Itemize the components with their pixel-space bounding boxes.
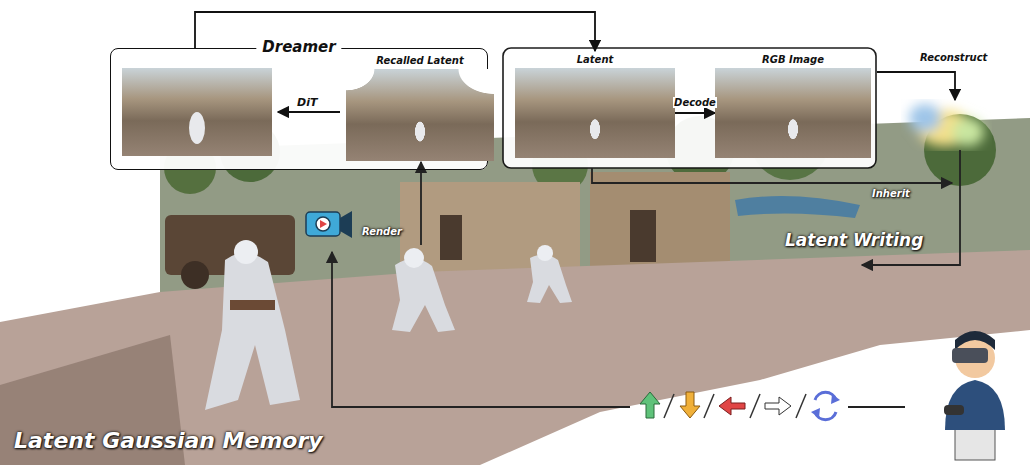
image-heading: Latent xyxy=(515,52,675,68)
image-panel: Latent xyxy=(515,52,675,158)
connector-arrow xyxy=(195,12,595,51)
latent-image xyxy=(715,68,871,158)
character xyxy=(392,248,455,332)
gaussian-blob xyxy=(909,104,984,146)
control-line xyxy=(848,406,905,408)
control-icons xyxy=(640,392,840,420)
character xyxy=(527,245,572,303)
image-panel: Recalled Latent xyxy=(346,53,494,161)
render-arrow xyxy=(420,162,422,245)
edge-label: Decode xyxy=(673,97,717,108)
character xyxy=(205,240,300,410)
image-heading: Recalled Latent xyxy=(346,53,494,69)
generated-frame xyxy=(122,68,272,156)
annotation-label: Latent Gaussian Memory xyxy=(14,428,323,453)
group-box: DreamerRecalled Latent xyxy=(110,48,488,170)
user-icon xyxy=(944,331,1005,460)
connector-arrow xyxy=(675,112,715,114)
camera-icon xyxy=(306,211,352,238)
control-line xyxy=(332,252,630,407)
cart-wheel xyxy=(181,261,209,289)
latent-image xyxy=(346,69,494,161)
annotation-label: Render xyxy=(362,226,402,237)
box-heading: Dreamer xyxy=(256,37,341,57)
doorway xyxy=(440,215,462,260)
frame-figure xyxy=(189,112,205,144)
annotation-label: DiT xyxy=(297,96,317,109)
annotation-label: Inherit xyxy=(872,188,910,199)
decode-panel xyxy=(503,48,876,168)
doorway xyxy=(630,210,656,262)
blue-tarp xyxy=(735,196,860,218)
latent-image xyxy=(515,68,675,158)
annotation-label: Reconstruct xyxy=(920,52,987,63)
annotation-label: Latent Writing xyxy=(785,230,923,250)
ground xyxy=(0,250,1030,465)
building xyxy=(590,172,730,272)
inherit-arrow xyxy=(592,168,952,183)
image-heading: RGB Image xyxy=(715,52,871,68)
reconstruct-arrow xyxy=(877,72,955,100)
image-panel: RGB Image xyxy=(715,52,871,158)
dit-arrow xyxy=(278,111,340,113)
